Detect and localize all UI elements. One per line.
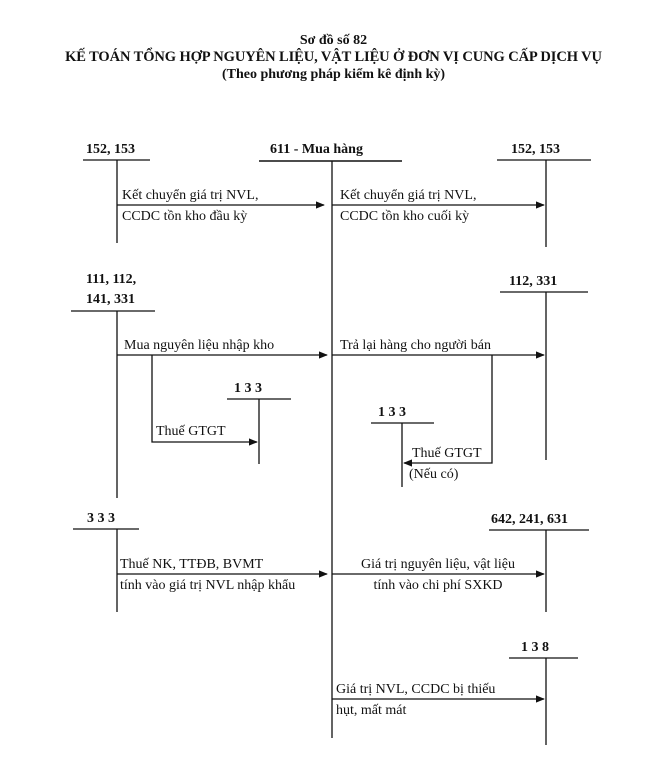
account-333-label: 3 3 3 <box>87 511 115 526</box>
flow-expense-line2: tính vào chi phí SXKD <box>373 578 503 593</box>
flow-import-tax-line2: tính vào giá trị NVL nhập khẩu <box>120 578 296 593</box>
flow-vat-return: Thuế GTGT <box>412 446 482 461</box>
account-111-line2-label: 141, 331 <box>86 292 135 307</box>
title-block: Sơ đồ số 82 KẾ TOÁN TỔNG HỢP NGUYÊN LIỆU… <box>0 32 667 83</box>
account-133-right-label: 1 3 3 <box>378 405 406 420</box>
account-138-label: 1 3 8 <box>521 640 549 655</box>
flow-opening-line1: Kết chuyển giá trị NVL, <box>122 188 259 203</box>
flow-import-tax-line1: Thuế NK, TTĐB, BVMT <box>120 557 264 572</box>
account-111-line1-label: 111, 112, <box>86 272 137 287</box>
account-152-153-right-label: 152, 153 <box>511 142 560 157</box>
account-112-331-label: 112, 331 <box>509 274 558 289</box>
account-611-label: 611 - Mua hàng <box>270 142 363 157</box>
diagram-title: KẾ TOÁN TỔNG HỢP NGUYÊN LIỆU, VẬT LIỆU Ở… <box>65 49 602 65</box>
flow-purchase: Mua nguyên liệu nhập kho <box>124 338 275 353</box>
flow-shortage-line2: hụt, mất mát <box>336 703 407 718</box>
account-133-left-label: 1 3 3 <box>234 381 262 396</box>
flow-closing-line2: CCDC tồn kho cuối kỳ <box>340 209 470 224</box>
diagram-number: Sơ đồ số 82 <box>299 33 368 48</box>
flow-shortage-line1: Giá trị NVL, CCDC bị thiếu <box>336 682 496 697</box>
flow-closing-line1: Kết chuyển giá trị NVL, <box>340 188 477 203</box>
diagram-subtitle: (Theo phương pháp kiểm kê định kỳ) <box>221 67 446 82</box>
account-642-241-631-label: 642, 241, 631 <box>491 512 568 527</box>
arrow-vat-return <box>403 355 493 467</box>
flow-vat-input: Thuế GTGT <box>156 424 226 439</box>
flow-vat-return-note: (Nếu có) <box>409 467 459 482</box>
account-152-153-left-label: 152, 153 <box>86 142 135 157</box>
flow-expense-line1: Giá trị nguyên liệu, vật liệu <box>361 557 515 572</box>
flow-opening-line2: CCDC tồn kho đầu kỳ <box>122 209 248 224</box>
arrow-vat-input <box>151 355 258 446</box>
flow-return-goods: Trả lại hàng cho người bán <box>340 338 491 353</box>
